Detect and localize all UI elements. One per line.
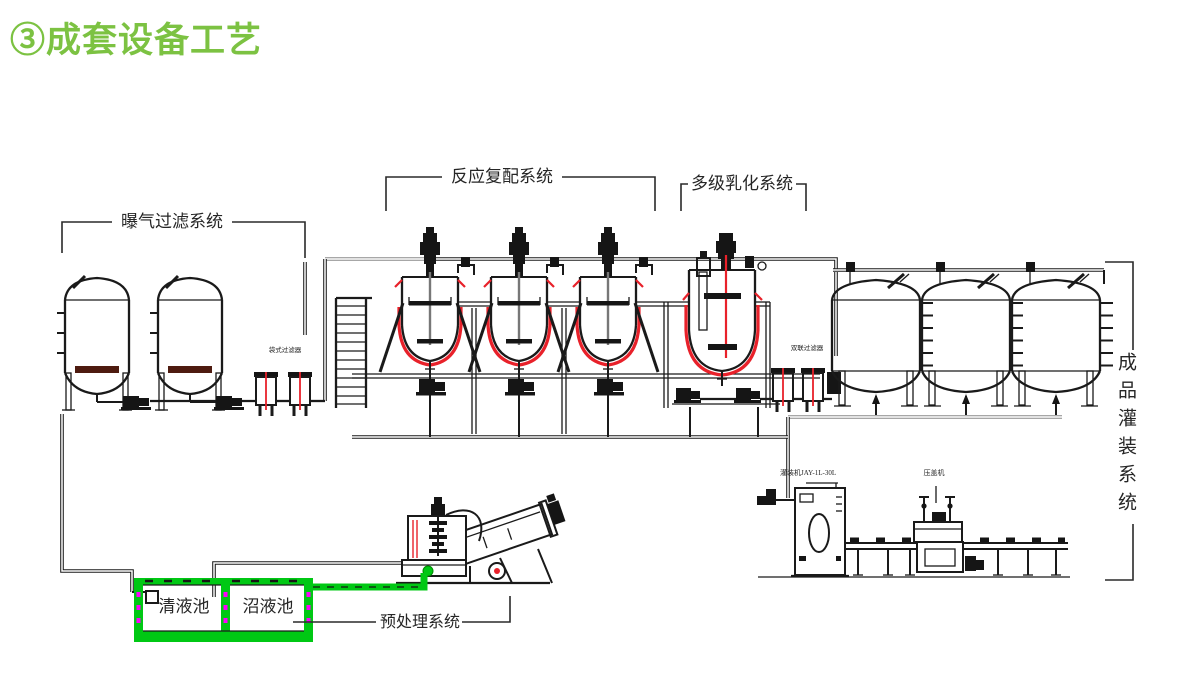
storage-tank-1 [830, 272, 935, 408]
emulsifier-vessel [663, 233, 780, 408]
pools [134, 573, 428, 642]
reactor-support-frames [458, 301, 770, 434]
label-clear-liquid-pool: 清液池 [158, 597, 210, 616]
filling-line [757, 482, 1070, 578]
label-bag-filter: 袋式过滤器 [268, 347, 302, 354]
system-brackets [61, 176, 1134, 623]
label-multistage-emulsification-system: 多级乳化系统 [691, 174, 793, 193]
reactor-3 [556, 225, 660, 398]
aeration-filter-tank-2 [148, 274, 246, 412]
reactor-1 [378, 225, 482, 398]
reactor-2 [467, 225, 571, 398]
label-product-filling-system: 成品灌装系统 [1115, 352, 1136, 520]
conveyor-legs [853, 549, 1061, 576]
label-filling-machine: 灌装机JAY-1L-30L [780, 469, 837, 477]
page-title: ③成套设备工艺 [10, 21, 263, 60]
aeration-filter-tank-1 [55, 274, 153, 412]
storage-tank-manifold-valves [846, 262, 1035, 284]
bag-filters-left [252, 370, 314, 418]
label-duplex-filter: 双联过滤器 [790, 345, 824, 352]
filling-machine [757, 482, 849, 578]
screw-press [396, 493, 566, 585]
label-pretreatment-system: 预处理系统 [379, 614, 460, 631]
piping-network [60, 245, 1105, 597]
label-biogas-liquid-pool: 沼液池 [242, 597, 294, 616]
capping-machine [913, 486, 964, 573]
duplex-filters [769, 366, 841, 414]
label-reaction-compounding-system: 反应复配系统 [451, 167, 553, 186]
storage-tank-3 [1010, 272, 1115, 408]
storage-tank-2 [920, 272, 1025, 408]
label-aeration-filtration-system: 曝气过滤系统 [121, 212, 223, 231]
platform-ladder [334, 296, 372, 408]
label-capping-machine: 压盖机 [923, 469, 945, 477]
